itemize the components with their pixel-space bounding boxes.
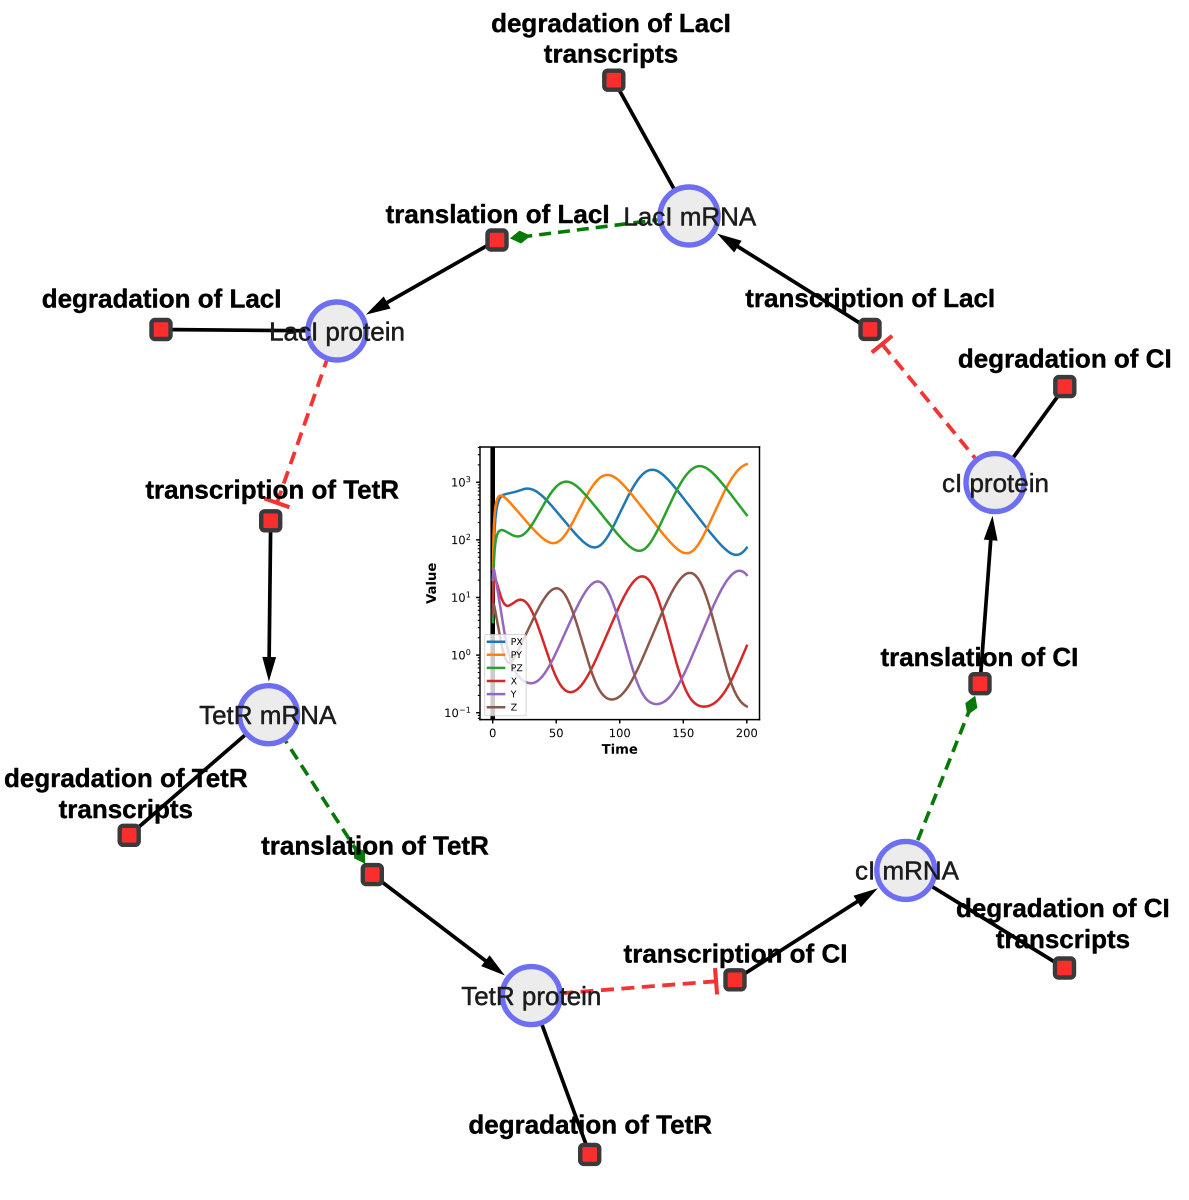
svg-text:degradation of TetR: degradation of TetR bbox=[4, 763, 248, 793]
svg-text:LacI protein: LacI protein bbox=[269, 316, 405, 346]
svg-text:TetR mRNA: TetR mRNA bbox=[199, 700, 337, 730]
svg-text:degradation of CI: degradation of CI bbox=[958, 343, 1172, 373]
svg-text:TetR protein: TetR protein bbox=[461, 981, 601, 1011]
svg-text:degradation of CI: degradation of CI bbox=[956, 893, 1170, 923]
svg-text:degradation of TetR: degradation of TetR bbox=[468, 1109, 712, 1139]
svg-text:transcripts: transcripts bbox=[996, 924, 1130, 954]
svg-text:LacI mRNA: LacI mRNA bbox=[623, 201, 757, 231]
svg-text:translation of TetR: translation of TetR bbox=[261, 831, 489, 861]
svg-text:translation of LacI: translation of LacI bbox=[386, 199, 610, 229]
svg-text:degradation of LacI: degradation of LacI bbox=[491, 8, 731, 38]
svg-text:cI mRNA: cI mRNA bbox=[855, 856, 960, 886]
svg-text:transcription of TetR: transcription of TetR bbox=[145, 475, 399, 505]
svg-text:transcripts: transcripts bbox=[59, 794, 193, 824]
svg-text:transcription of CI: transcription of CI bbox=[624, 939, 848, 969]
svg-text:transcripts: transcripts bbox=[544, 39, 678, 69]
svg-text:transcription of LacI: transcription of LacI bbox=[745, 283, 995, 313]
svg-text:degradation of LacI: degradation of LacI bbox=[42, 283, 282, 313]
svg-text:cI protein: cI protein bbox=[942, 468, 1049, 498]
svg-text:translation of CI: translation of CI bbox=[880, 642, 1078, 672]
